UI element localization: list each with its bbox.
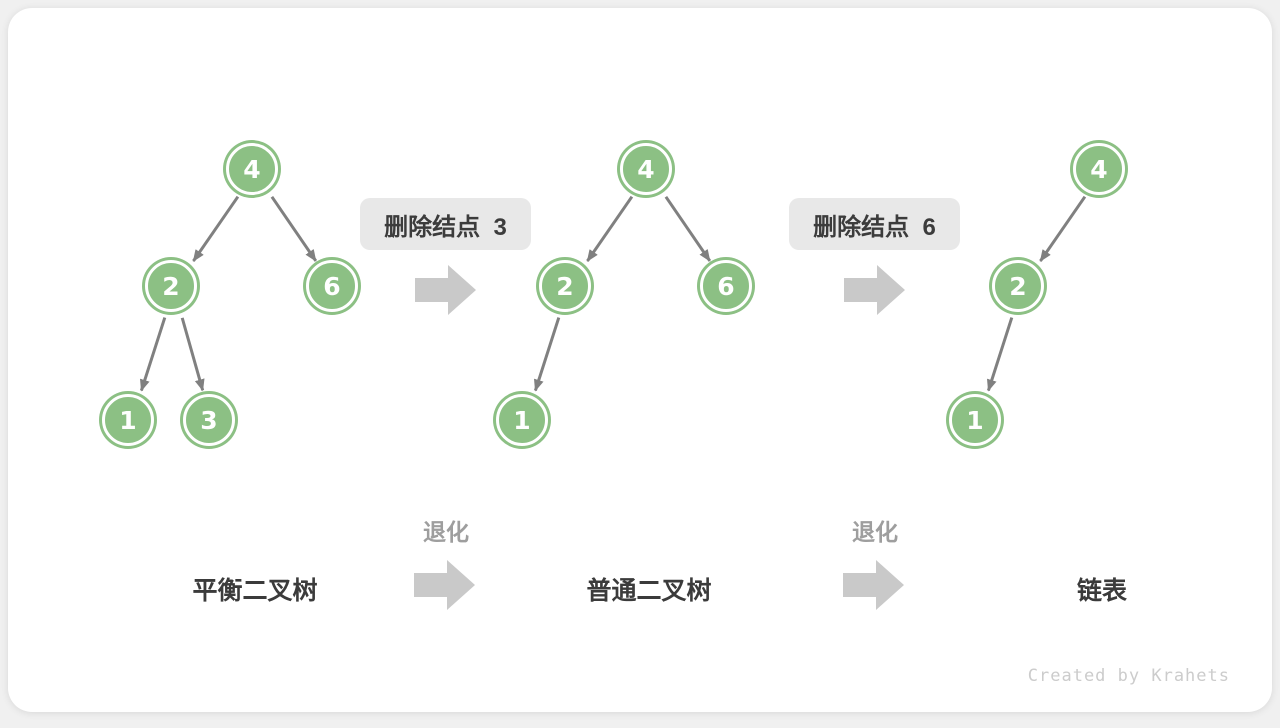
block-arrow-right-icon (844, 264, 906, 316)
tree-node-2: 2 (992, 260, 1044, 312)
tree-node-1: 1 (102, 394, 154, 446)
tree-edge-4-2 (193, 197, 238, 261)
tree-node-3: 3 (183, 394, 235, 446)
step-label-delete-node-6: 删除结点 6 (789, 198, 960, 250)
degrade-label: 退化 (815, 513, 935, 541)
block-arrow-right-icon (843, 559, 905, 611)
tree-edge-2-1 (141, 318, 164, 391)
tree-edge-2-1 (535, 318, 558, 391)
tree-edge-4-6 (666, 197, 710, 261)
tree-node-6: 6 (306, 260, 358, 312)
tree-name-ordinary-binary-tree: 普通二叉树 (529, 571, 769, 601)
tree-node-4: 4 (1073, 143, 1125, 195)
block-arrow-right-icon (415, 264, 477, 316)
block-arrow-right-icon (414, 559, 476, 611)
tree-node-4: 4 (620, 143, 672, 195)
tree-edge-4-6 (272, 197, 316, 261)
tree-node-2: 2 (145, 260, 197, 312)
tree-edge-2-3 (182, 318, 203, 390)
tree-node-1: 1 (949, 394, 1001, 446)
tree-edge-2-1 (988, 318, 1011, 391)
tree-edge-4-2 (587, 197, 632, 261)
watermark-credit: Created by Krahets (1028, 666, 1230, 686)
tree-node-6: 6 (700, 260, 752, 312)
tree-name-linked-list: 链表 (982, 571, 1222, 601)
tree-node-2: 2 (539, 260, 591, 312)
tree-name-balanced-binary-tree: 平衡二叉树 (135, 571, 375, 601)
tree-edges-layer (8, 8, 1280, 728)
tree-edge-4-2 (1040, 197, 1085, 261)
degrade-label: 退化 (386, 513, 506, 541)
step-label-delete-node-3: 删除结点 3 (360, 198, 531, 250)
tree-node-1: 1 (496, 394, 548, 446)
tree-node-4: 4 (226, 143, 278, 195)
